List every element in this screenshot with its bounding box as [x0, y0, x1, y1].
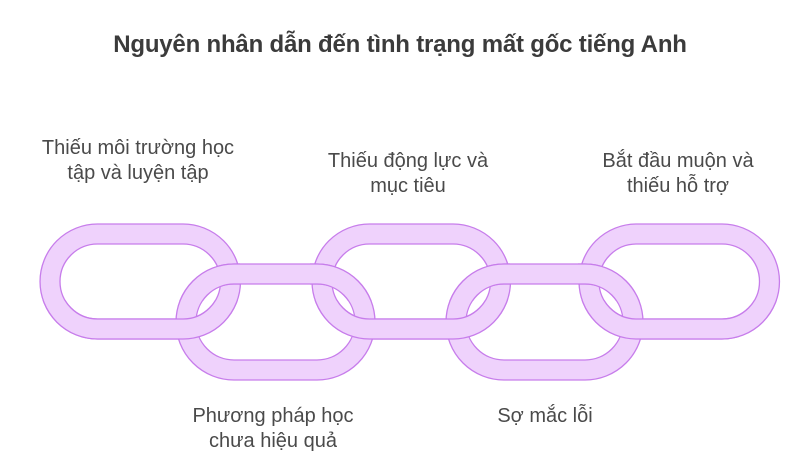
cause-label-3-line-1: Thiếu động lực và: [327, 150, 489, 172]
diagram-title: Nguyên nhân dẫn đến tình trạng mất gốc t…: [113, 31, 687, 58]
cause-label-4-line-1: Sợ mắc lỗi: [497, 405, 593, 427]
cause-label-1-line-2: tập và luyện tập: [67, 162, 209, 184]
chain-interlock-overlay: [42, 300, 778, 340]
cause-label-2: Phương pháp học chưa hiệu quả: [163, 404, 383, 454]
cause-label-3-line-2: mục tiêu: [370, 175, 446, 197]
cause-label-2-line-2: chưa hiệu quả: [209, 430, 337, 452]
cause-label-5-line-2: thiếu hỗ trợ: [626, 175, 730, 197]
cause-label-1-line-1: Thiếu môi trường học: [41, 137, 235, 159]
cause-label-5: Bắt đầu muộn và thiếu hỗ trợ: [568, 149, 788, 199]
cause-label-1: Thiếu môi trường học tập và luyện tập: [18, 136, 258, 186]
cause-label-2-line-1: Phương pháp học: [192, 405, 354, 427]
cause-label-5-line-1: Bắt đầu muộn và: [602, 150, 754, 172]
cause-label-3: Thiếu động lực và mục tiêu: [298, 149, 518, 199]
cause-label-4: Sợ mắc lỗi: [445, 404, 645, 429]
